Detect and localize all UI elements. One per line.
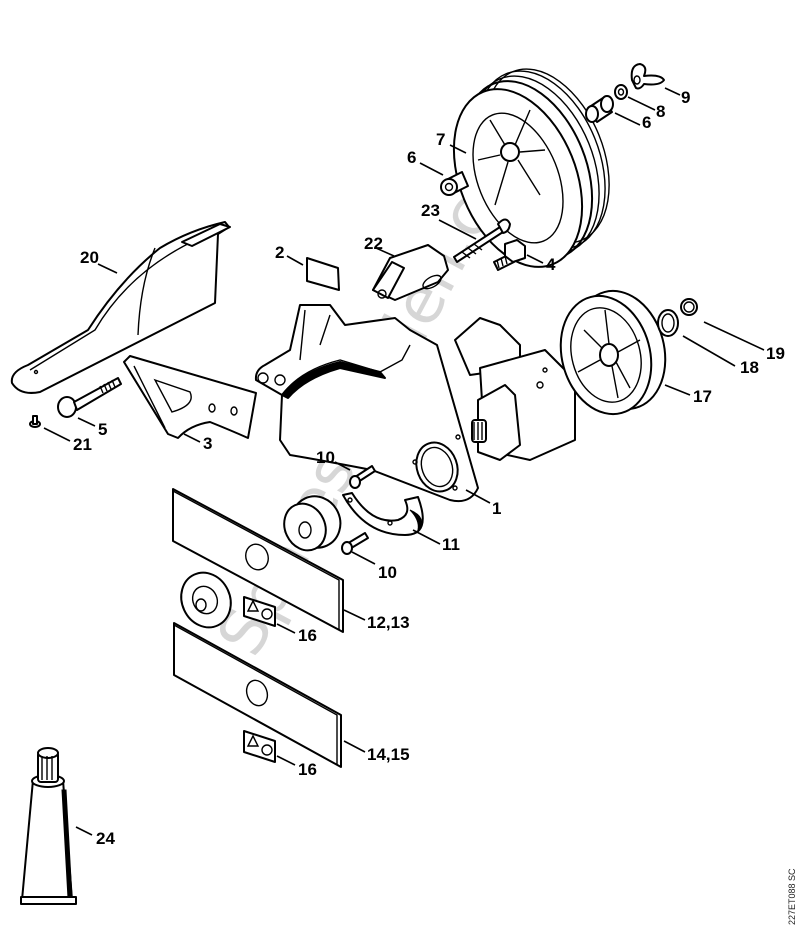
callout-10-upper[interactable]: 10 [316,448,335,467]
callout-1[interactable]: 1 [492,499,501,518]
carriage-bolt-part[interactable] [57,377,122,418]
callout-14-15[interactable]: 14,15 [367,745,410,764]
retaining-ring-part[interactable] [680,298,698,316]
callout-12-13[interactable]: 12,13 [367,613,410,632]
callout-10-lower[interactable]: 10 [378,563,397,582]
hex-bolt-part[interactable] [493,239,526,271]
small-wheel-part[interactable] [548,281,678,425]
callout-7[interactable]: 7 [436,130,445,149]
callout-11[interactable]: 11 [442,535,460,554]
callout-6-left[interactable]: 6 [407,148,416,167]
gear-housing-part[interactable] [254,304,479,503]
half-ring-guard-part[interactable] [342,492,424,536]
callout-9[interactable]: 9 [681,88,690,107]
leader-lines [43,87,765,836]
callout-24[interactable]: 24 [96,829,115,848]
callout-3[interactable]: 3 [203,434,212,453]
callout-5[interactable]: 5 [98,420,107,439]
bracket-plate-part[interactable] [123,355,257,439]
lower-disc [180,571,232,629]
bushing-right-part[interactable] [585,95,614,123]
callout-22[interactable]: 22 [364,234,383,253]
callout-8[interactable]: 8 [656,102,665,121]
clamp-block-part[interactable] [372,244,449,301]
flat-washer-part[interactable] [657,309,679,337]
gearbox-assembly [454,317,576,461]
screw-lower-part[interactable] [341,532,369,555]
callout-21[interactable]: 21 [73,435,92,454]
drawing-code: 227ET088 SC [787,868,797,925]
deflector-shield-part[interactable] [10,221,231,394]
blade-upper-part[interactable] [172,488,344,633]
callout-16-upper[interactable]: 16 [298,626,317,645]
warning-decal-lower-part[interactable] [243,730,276,763]
callout-20[interactable]: 20 [80,248,99,267]
callout-17[interactable]: 17 [693,387,712,406]
bushing-left-part[interactable] [440,171,469,196]
callout-19[interactable]: 19 [766,344,785,363]
large-wheel-part[interactable] [429,51,633,286]
screw-upper-part[interactable] [349,465,376,489]
callout-16-lower[interactable]: 16 [298,760,317,779]
callout-labels: 1 2 3 4 5 6 6 7 8 9 10 10 11 12,13 16 14… [73,88,785,848]
callout-6-right[interactable]: 6 [642,113,651,132]
callout-4[interactable]: 4 [546,255,556,274]
long-bolt-part[interactable] [453,218,511,263]
wing-nut-part[interactable] [630,63,665,90]
callout-18[interactable]: 18 [740,358,759,377]
washer-part[interactable] [614,84,628,100]
callout-23[interactable]: 23 [421,201,440,220]
pressure-disc [283,495,342,552]
label-plate-part[interactable] [306,257,340,291]
warning-decal-upper-part[interactable] [243,596,276,627]
rivet-part[interactable] [29,415,41,428]
blade-lower-part[interactable] [173,622,342,768]
callout-2[interactable]: 2 [275,243,284,262]
grease-tube-part[interactable] [20,747,77,905]
